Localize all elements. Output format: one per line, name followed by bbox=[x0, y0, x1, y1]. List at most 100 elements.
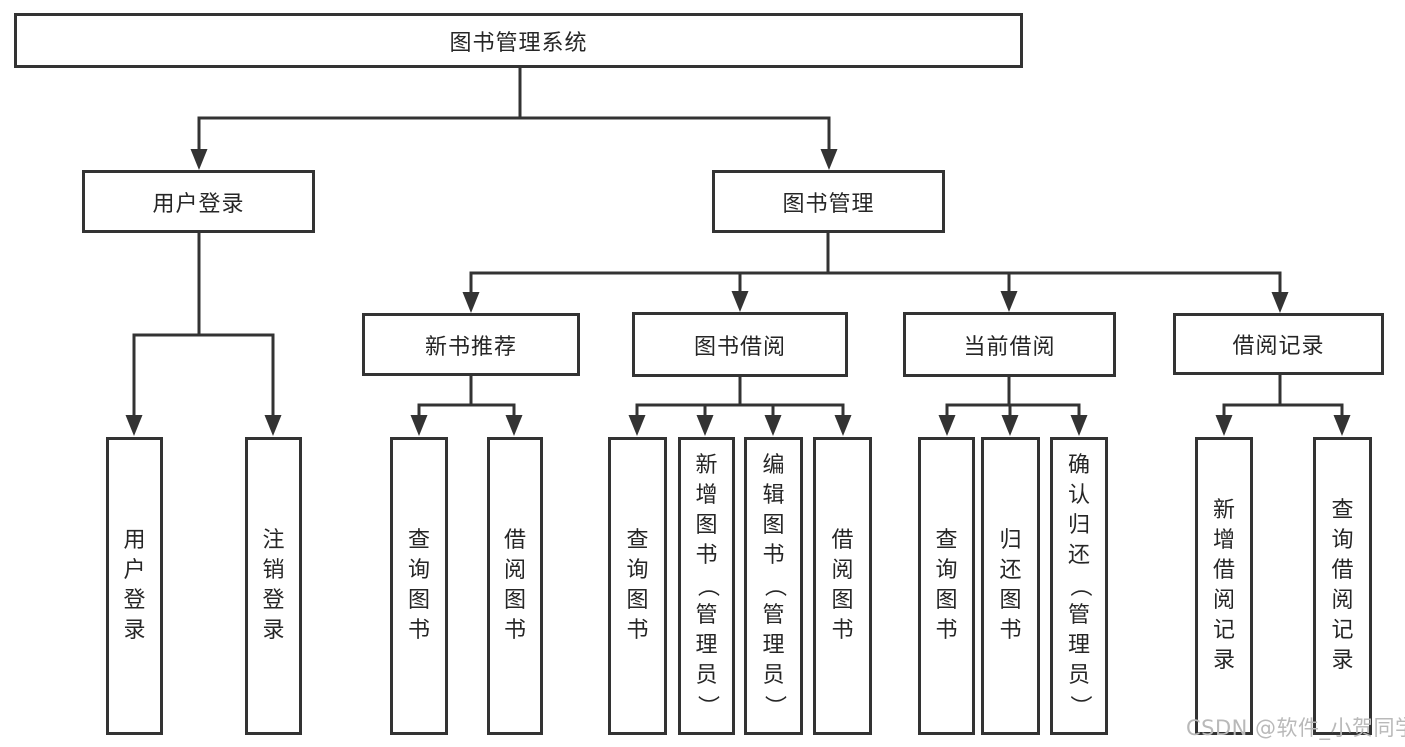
node-label-char: 询 bbox=[407, 558, 430, 583]
node-label-char: 图 bbox=[999, 588, 1022, 613]
node-label-char: 还 bbox=[1067, 543, 1090, 568]
node-label-char: 用 bbox=[123, 528, 146, 553]
node-label-char: 增 bbox=[695, 483, 718, 508]
node-new-book: 新书推荐 bbox=[362, 313, 580, 376]
node-label-char: 图 bbox=[831, 588, 854, 613]
node-label-char: 书 bbox=[999, 618, 1022, 643]
node-label-char: 录 bbox=[1331, 648, 1354, 673]
node-label-char: 户 bbox=[123, 558, 146, 583]
node-label-char: 认 bbox=[1067, 483, 1090, 508]
node-label-char: 还 bbox=[999, 558, 1022, 583]
node-label: 图书借阅 bbox=[693, 334, 786, 360]
node-label-char: 书 bbox=[626, 618, 649, 643]
node-label-char: 书 bbox=[407, 618, 430, 643]
node-label-char: 借 bbox=[831, 528, 854, 553]
node-label-char: 记 bbox=[1212, 618, 1235, 643]
node-label: 用户登录 bbox=[152, 191, 245, 217]
node-borrow-records: 借阅记录 bbox=[1173, 313, 1384, 375]
node-label-char: 增 bbox=[1212, 528, 1235, 553]
node-label-char: 管 bbox=[762, 603, 785, 628]
node-label-char: 阅 bbox=[1212, 588, 1235, 613]
node-label-char: 询 bbox=[626, 558, 649, 583]
node-root: 图书管理系统 bbox=[14, 13, 1023, 68]
node-label-char: 注 bbox=[262, 528, 285, 553]
node-label-char: 编 bbox=[762, 453, 785, 478]
node-label-char: 借 bbox=[1212, 558, 1235, 583]
node-label-char: 员 bbox=[762, 663, 785, 688]
node-label-char: 图 bbox=[762, 513, 785, 538]
node-label-char: 图 bbox=[935, 588, 958, 613]
node-bb-borrow: 借阅图书 bbox=[813, 437, 872, 735]
node-nb-query: 查询图书 bbox=[390, 437, 448, 735]
node-label-char: 询 bbox=[1331, 528, 1354, 553]
node-label-char: 书 bbox=[935, 618, 958, 643]
node-label-char: 确 bbox=[1067, 453, 1090, 478]
node-book-mgmt: 图书管理 bbox=[712, 170, 945, 233]
node-label-char: 书 bbox=[762, 543, 785, 568]
node-label-char: ） bbox=[1067, 694, 1092, 717]
node-label-char: 销 bbox=[262, 558, 285, 583]
node-label-char: 借 bbox=[1331, 558, 1354, 583]
node-label-char: 图 bbox=[503, 588, 526, 613]
node-nb-borrow: 借阅图书 bbox=[487, 437, 543, 735]
node-label-char: 阅 bbox=[503, 558, 526, 583]
node-label-char: ） bbox=[761, 694, 787, 717]
node-label-char: 新 bbox=[695, 453, 718, 478]
node-bb-edit: 编辑图书（管理员） bbox=[744, 437, 803, 735]
node-label-char: 书 bbox=[503, 618, 526, 643]
node-label-char: 录 bbox=[123, 618, 146, 643]
node-book-borrow: 图书借阅 bbox=[632, 312, 848, 377]
node-br-query: 查询借阅记录 bbox=[1313, 437, 1372, 735]
node-label-char: 新 bbox=[1212, 498, 1235, 523]
node-label-char: 借 bbox=[503, 528, 526, 553]
node-label-char: 录 bbox=[1212, 648, 1235, 673]
node-login: 用户登录 bbox=[82, 170, 315, 233]
node-label-char: ） bbox=[694, 694, 720, 717]
node-label-char: 询 bbox=[935, 558, 958, 583]
node-label-char: 书 bbox=[831, 618, 854, 643]
node-label-char: （ bbox=[1067, 574, 1092, 597]
node-label: 图书管理系统 bbox=[449, 30, 588, 56]
node-cb-return: 归还图书 bbox=[981, 437, 1040, 735]
node-label-char: （ bbox=[694, 574, 720, 597]
node-label-char: 书 bbox=[695, 543, 718, 568]
node-label-char: 管 bbox=[695, 603, 718, 628]
node-label-char: 归 bbox=[999, 528, 1022, 553]
node-label: 当前借阅 bbox=[963, 334, 1056, 360]
node-logout: 注销登录 bbox=[245, 437, 302, 735]
node-label-char: 查 bbox=[935, 528, 958, 553]
node-current-borrow: 当前借阅 bbox=[903, 312, 1116, 377]
node-label-char: 图 bbox=[695, 513, 718, 538]
node-label-char: 图 bbox=[407, 588, 430, 613]
node-label-char: 登 bbox=[262, 588, 285, 613]
node-label-char: 录 bbox=[262, 618, 285, 643]
node-label-char: 图 bbox=[626, 588, 649, 613]
node-bb-add: 新增图书 （ 管理员 ） bbox=[678, 437, 735, 735]
node-label-char: 阅 bbox=[1331, 588, 1354, 613]
node-user-login: 用户登录 bbox=[106, 437, 163, 735]
node-label-char: 登 bbox=[123, 588, 146, 613]
node-label-char: 查 bbox=[407, 528, 430, 553]
watermark: CSDN @软件_小贺同学 bbox=[1186, 716, 1405, 740]
node-label: 新书推荐 bbox=[424, 334, 517, 360]
node-label: 借阅记录 bbox=[1232, 334, 1325, 359]
node-label-char: 归 bbox=[1067, 513, 1090, 538]
node-label-char: （ bbox=[761, 574, 787, 597]
node-cb-query: 查询图书 bbox=[918, 437, 975, 735]
node-br-add: 新增借阅记录 bbox=[1195, 437, 1253, 735]
node-label-char: 记 bbox=[1331, 618, 1354, 643]
node-label-char: 员 bbox=[1067, 663, 1090, 688]
node-label-char: 阅 bbox=[831, 558, 854, 583]
node-label-char: 员 bbox=[695, 663, 718, 688]
node-label: 图书管理 bbox=[782, 191, 875, 217]
node-cb-confirm: 确认归还 （ 管理员 ） bbox=[1050, 437, 1108, 735]
node-label-char: 查 bbox=[626, 528, 649, 553]
node-label-char: 理 bbox=[1067, 633, 1090, 658]
node-bb-query: 查询图书 bbox=[608, 437, 667, 735]
node-label-char: 理 bbox=[695, 633, 718, 658]
node-label-char: 查 bbox=[1331, 498, 1354, 523]
node-label-char: 辑 bbox=[762, 483, 785, 508]
node-label-char: 管 bbox=[1067, 603, 1090, 628]
